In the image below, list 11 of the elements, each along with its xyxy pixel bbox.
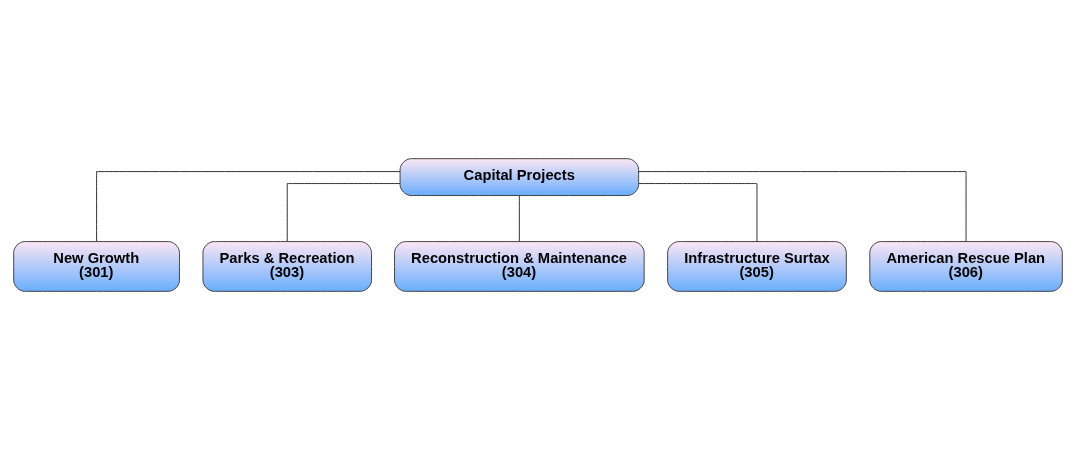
- connector: [96, 170, 401, 242]
- node-box: Parks & Recreation (303): [202, 240, 372, 292]
- connector: [286, 182, 401, 242]
- connector: [638, 182, 758, 242]
- connector: [518, 194, 520, 242]
- node-box: Infrastructure Surtax (305): [667, 240, 847, 292]
- node-box: Reconstruction & Maintenance (304): [394, 240, 645, 292]
- node-box: New Growth (301): [13, 240, 180, 292]
- node-box: Capital Projects: [399, 157, 640, 196]
- node-box: American Rescue Plan (306): [869, 240, 1063, 292]
- connector: [638, 170, 967, 242]
